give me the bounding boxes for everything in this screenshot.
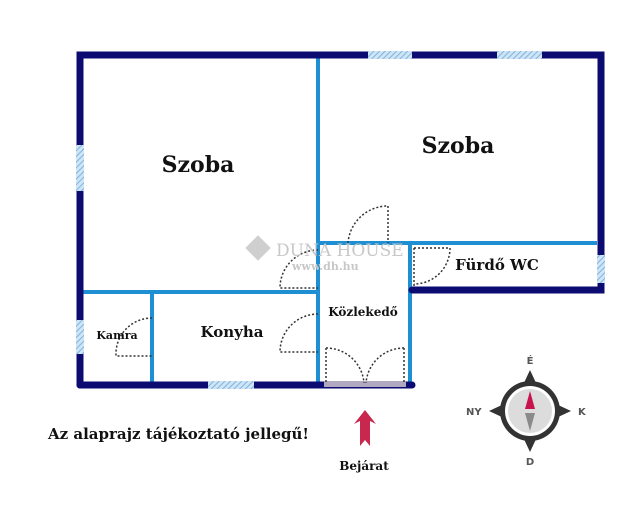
room-label-szoba-right: Szoba (422, 133, 495, 159)
doors (115, 205, 451, 384)
svg-text:K: K (578, 407, 587, 418)
compass-icon: É D K NY (466, 354, 587, 468)
arrow-up-icon (354, 410, 376, 446)
entrance-threshold (324, 381, 406, 387)
svg-text:É: É (527, 354, 534, 367)
duna-house-watermark: DUNA HOUSE www.dh.hu (245, 235, 404, 273)
disclaimer-text: Az alaprajz tájékoztató jellegű! (47, 425, 309, 443)
windows (76, 51, 605, 389)
room-label-kamra: Kamra (96, 329, 137, 342)
room-label-szoba-left: Szoba (162, 152, 235, 178)
room-label-konyha: Konyha (201, 323, 264, 341)
room-label-furdo-wc: Fürdő WC (455, 256, 539, 274)
room-label-kozlekedo: Közlekedő (328, 305, 398, 319)
entrance-label: Bejárat (339, 459, 389, 473)
svg-text:NY: NY (466, 407, 482, 418)
inner-walls (82, 55, 597, 385)
svg-text:www.dh.hu: www.dh.hu (291, 260, 359, 273)
svg-text:DUNA HOUSE: DUNA HOUSE (276, 241, 404, 261)
outer-walls (76, 51, 605, 389)
svg-text:D: D (526, 457, 534, 468)
